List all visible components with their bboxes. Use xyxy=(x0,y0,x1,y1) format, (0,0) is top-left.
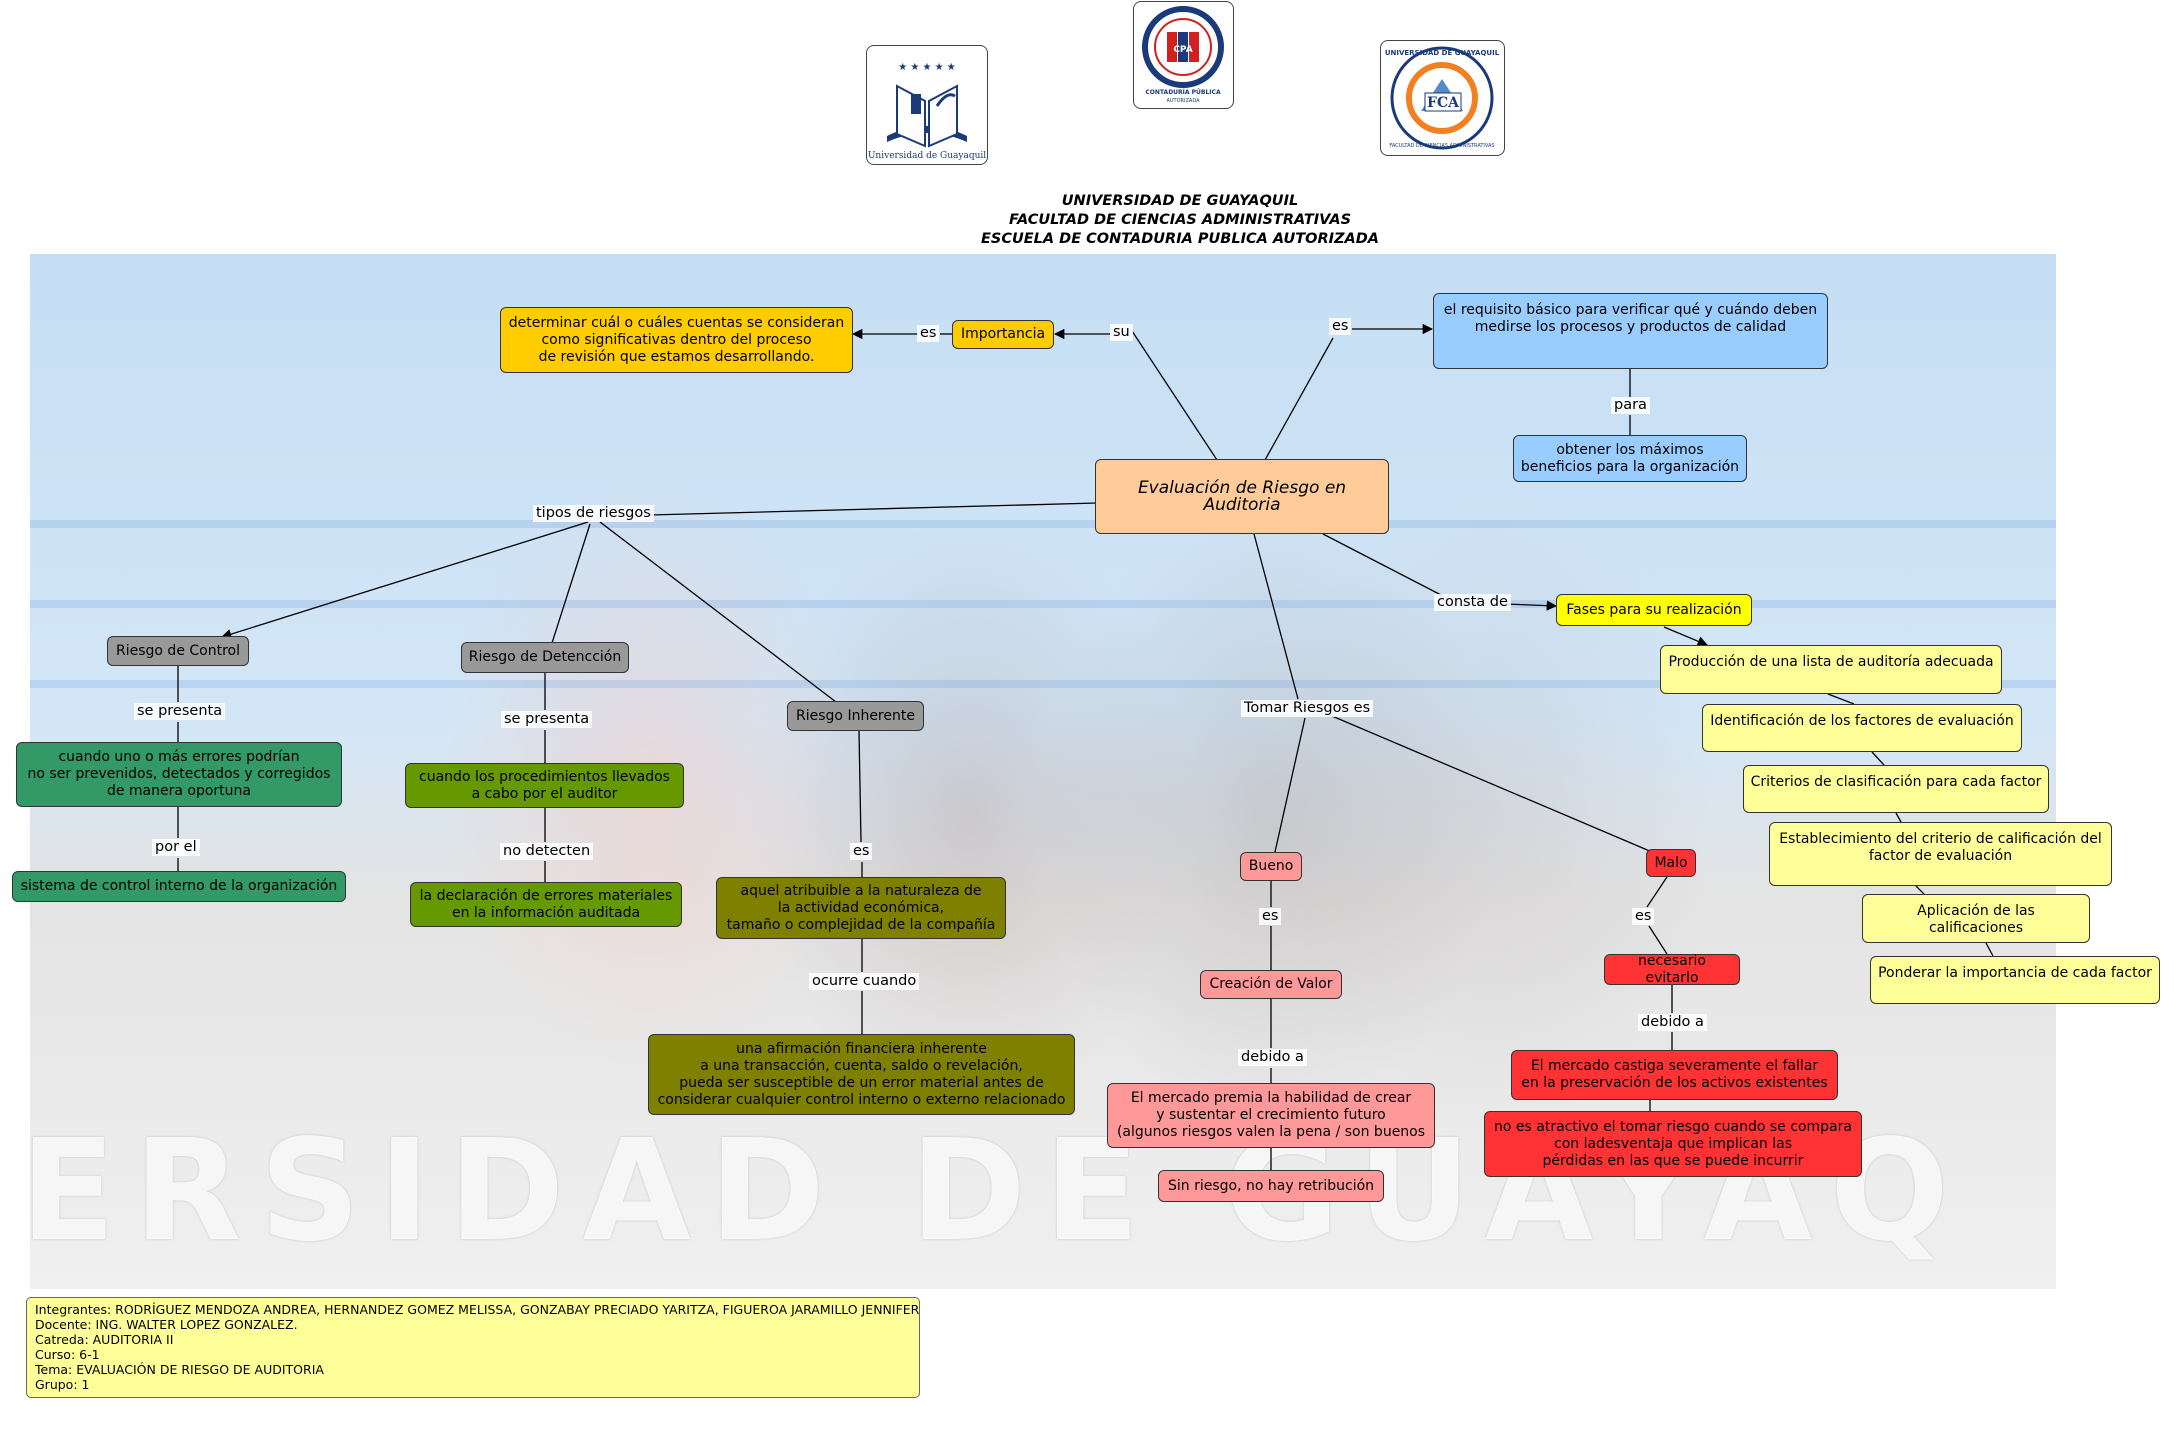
link-central-tomar xyxy=(1254,534,1298,699)
group-info-box: Integrantes: RODRÍGUEZ MENDOZA ANDREA, H… xyxy=(26,1297,920,1398)
link-fase3-fase4 xyxy=(1896,813,1901,822)
node-inherente-cuando[interactable]: una afirmación financiera inherente a un… xyxy=(648,1034,1075,1115)
link-central-tipos xyxy=(650,503,1097,515)
label-debido-malo: debido a xyxy=(1638,1014,1707,1031)
node-fase-2[interactable]: Identificación de los factores de evalua… xyxy=(1702,704,2022,752)
node-riesgo-deteccion[interactable]: Riesgo de Detencción xyxy=(461,642,629,673)
link-tomar-bueno xyxy=(1275,718,1305,852)
link-fase4-fase5 xyxy=(1916,886,1924,894)
label-por-el: por el xyxy=(152,839,200,856)
label-tomar-riesgos: Tomar Riesgos es xyxy=(1241,700,1373,717)
node-sin-riesgo[interactable]: Sin riesgo, no hay retribución xyxy=(1158,1170,1384,1202)
link-es-evitarlo xyxy=(1649,926,1667,954)
link-fase1-fase2 xyxy=(1828,694,1854,704)
node-requisito-basico[interactable]: el requisito básico para verificar qué y… xyxy=(1433,293,1828,369)
label-es-malo: es xyxy=(1632,908,1654,925)
label-se-presenta-control: se presenta xyxy=(134,703,225,720)
label-es-bueno: es xyxy=(1259,908,1281,925)
node-fase-6[interactable]: Ponderar la importancia de cada factor xyxy=(1870,956,2160,1004)
label-no-detecten: no detecten xyxy=(500,843,593,860)
node-fase-5[interactable]: Aplicación de las calificaciones xyxy=(1862,894,2090,943)
node-riesgo-inherente[interactable]: Riesgo Inherente xyxy=(787,701,924,731)
label-ocurre-cuando: ocurre cuando xyxy=(809,973,919,990)
node-fase-1[interactable]: Producción de una lista de auditoría ade… xyxy=(1660,645,2002,694)
label-consta-de: consta de xyxy=(1434,594,1511,611)
node-no-atractivo[interactable]: no es atractivo el tomar riesgo cuando s… xyxy=(1484,1111,1862,1177)
node-control-definicion[interactable]: cuando uno o más errores podrían no ser … xyxy=(16,742,342,807)
label-es-importancia: es xyxy=(917,325,939,342)
link-inherente-es xyxy=(859,731,861,842)
node-importancia-definicion[interactable]: determinar cuál o cuáles cuentas se cons… xyxy=(500,307,853,373)
footer-docente: Docente: ING. WALTER LOPEZ GONZALEZ. xyxy=(35,1317,911,1332)
footer-grupo: Grupo: 1 xyxy=(35,1377,911,1392)
node-deteccion-definicion[interactable]: cuando los procedimientos llevados a cab… xyxy=(405,763,684,808)
label-se-presenta-deteccion: se presenta xyxy=(501,711,592,728)
label-es-requisito: es xyxy=(1329,318,1351,335)
link-fase2-fase3 xyxy=(1872,752,1884,765)
link-fase5-fase6 xyxy=(1986,943,1993,956)
node-fase-3[interactable]: Criterios de clasificación para cada fac… xyxy=(1743,765,2049,813)
link-tipos-inherente xyxy=(600,522,836,702)
node-creacion-valor[interactable]: Creación de Valor xyxy=(1200,970,1342,999)
link-tipos-control xyxy=(222,522,588,637)
node-fase-4[interactable]: Establecimiento del criterio de califica… xyxy=(1769,822,2112,886)
node-maximos-beneficios[interactable]: obtener los máximos beneficios para la o… xyxy=(1513,435,1747,482)
link-central-su xyxy=(1132,331,1217,460)
node-control-sistema[interactable]: sistema de control interno de la organiz… xyxy=(12,871,346,902)
footer-curso: Curso: 6-1 xyxy=(35,1347,911,1362)
node-necesario-evitarlo[interactable]: necesario evitarlo xyxy=(1604,954,1740,985)
link-malo-es xyxy=(1647,877,1667,907)
link-consta-fases xyxy=(1506,604,1556,606)
node-riesgo-control[interactable]: Riesgo de Control xyxy=(107,636,249,666)
node-mercado-premia[interactable]: El mercado premia la habilidad de crear … xyxy=(1107,1083,1435,1148)
node-fases[interactable]: Fases para su realización xyxy=(1556,594,1752,626)
link-central-consta xyxy=(1323,534,1443,596)
link-central-es xyxy=(1265,338,1333,460)
label-debido-bueno: debido a xyxy=(1238,1049,1307,1066)
node-bueno[interactable]: Bueno xyxy=(1240,852,1302,881)
node-malo[interactable]: Malo xyxy=(1646,849,1696,877)
node-mercado-castiga[interactable]: El mercado castiga severamente el fallar… xyxy=(1511,1050,1838,1100)
node-importancia[interactable]: Importancia xyxy=(952,320,1054,349)
label-su: su xyxy=(1110,324,1133,341)
node-central-evaluacion-riesgo[interactable]: Evaluación de Riesgo en Auditoria xyxy=(1095,459,1389,534)
link-tomar-malo xyxy=(1332,716,1652,852)
label-para: para xyxy=(1611,397,1650,414)
node-inherente-definicion[interactable]: aquel atribuible a la naturaleza de la a… xyxy=(716,877,1006,939)
node-deteccion-resultado[interactable]: la declaración de errores materiales en … xyxy=(410,882,682,927)
link-tipos-deteccion xyxy=(552,524,590,643)
label-es-inherente: es xyxy=(850,843,872,860)
footer-tema: Tema: EVALUACIÓN DE RIESGO DE AUDITORIA xyxy=(35,1362,911,1377)
label-tipos-de-riesgos: tipos de riesgos xyxy=(533,505,654,522)
footer-catedra: Catreda: AUDITORIA II xyxy=(35,1332,911,1347)
footer-integrantes: Integrantes: RODRÍGUEZ MENDOZA ANDREA, H… xyxy=(35,1302,911,1317)
link-fases-fase1 xyxy=(1664,627,1707,645)
